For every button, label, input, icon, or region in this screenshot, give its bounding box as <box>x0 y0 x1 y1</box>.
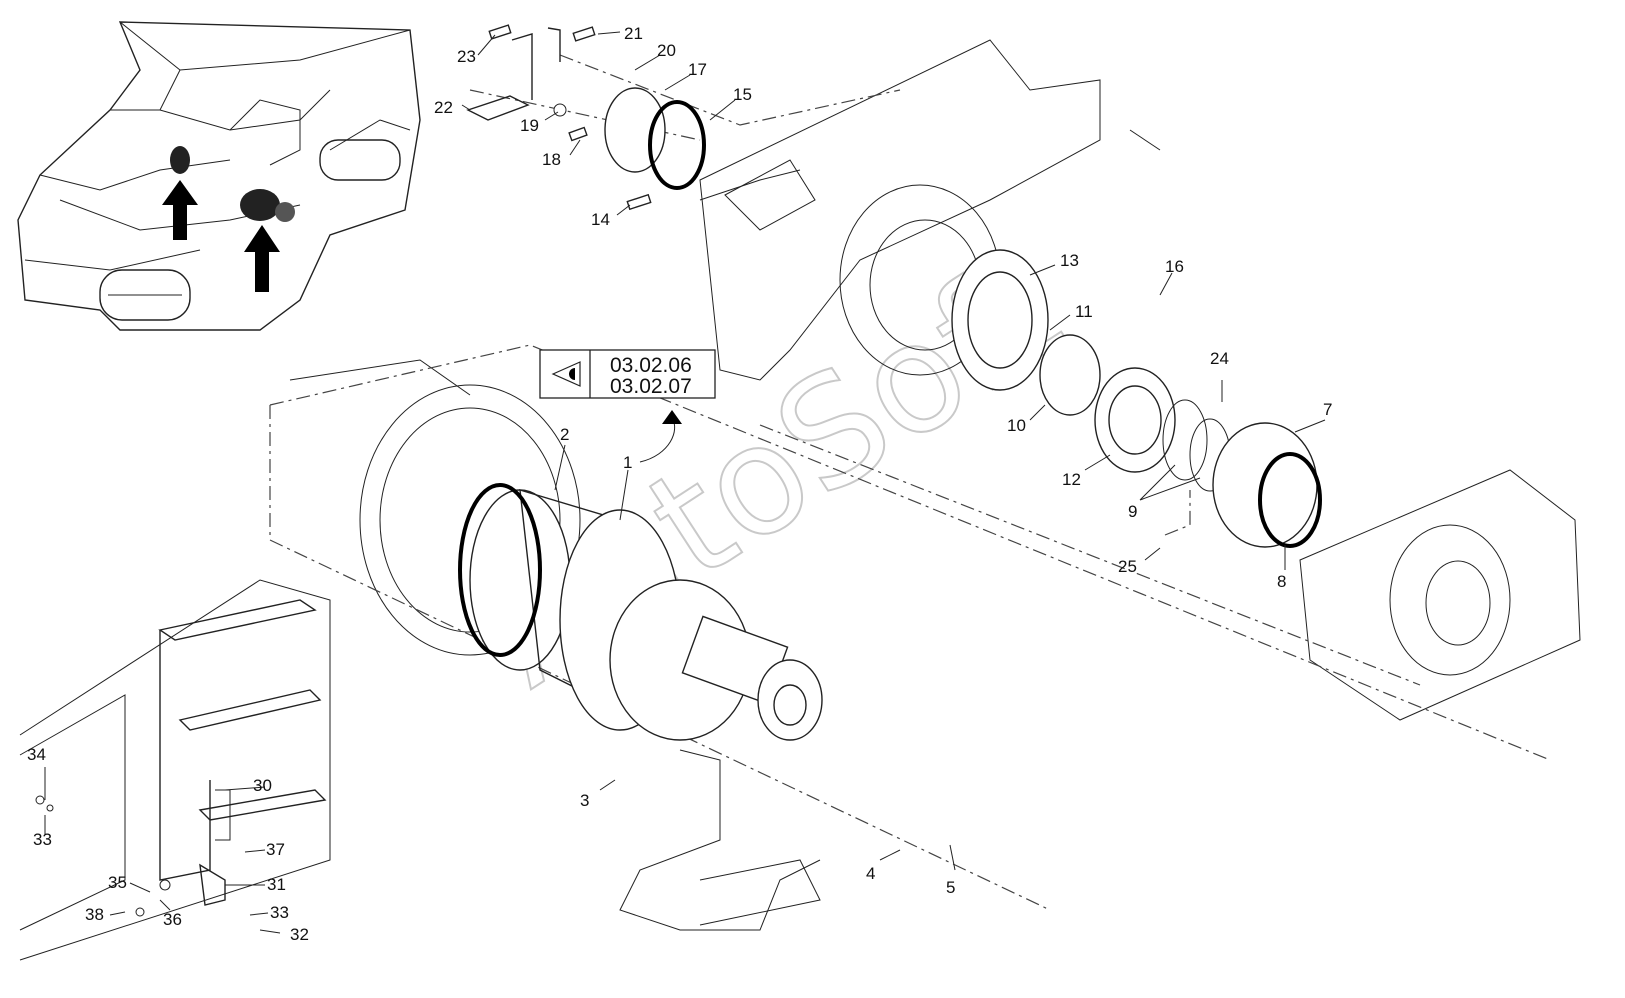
callout-35: 35 <box>108 873 127 892</box>
assembly-boundary <box>269 54 1551 911</box>
location-arrow-icon <box>244 225 280 292</box>
callout-33b: 33 <box>270 903 289 922</box>
callout-33a: 33 <box>33 830 52 849</box>
callout-15: 15 <box>733 85 752 104</box>
step-ladder-inset <box>19 579 331 961</box>
callout-37: 37 <box>266 840 285 859</box>
callout-30: 30 <box>253 776 272 795</box>
callout-23: 23 <box>457 47 476 66</box>
callout-12: 12 <box>1062 470 1081 489</box>
cross-reference-box[interactable]: 03.02.06 03.02.07 <box>539 349 716 399</box>
callout-9: 9 <box>1128 502 1137 521</box>
callout-1: 1 <box>623 453 632 472</box>
bearing-seal-stack <box>951 249 1322 548</box>
callout-4: 4 <box>866 864 875 883</box>
callout-7: 7 <box>1323 400 1332 419</box>
callout-2: 2 <box>560 425 569 444</box>
callout-34: 34 <box>27 745 46 764</box>
callout-leaders <box>44 31 1326 934</box>
callout-16: 16 <box>1165 257 1184 276</box>
callout-3: 3 <box>580 791 589 810</box>
reference-code-2[interactable]: 03.02.07 <box>610 375 692 398</box>
frame-outline <box>289 39 1581 931</box>
callout-10: 10 <box>1007 416 1026 435</box>
callout-38: 38 <box>85 905 104 924</box>
callout-31: 31 <box>267 875 286 894</box>
callout-14: 14 <box>591 210 610 229</box>
callout-21: 21 <box>624 24 643 43</box>
reference-code-1[interactable]: 03.02.06 <box>610 354 692 377</box>
eye-icon <box>551 361 581 387</box>
mounting-hardware <box>466 24 706 211</box>
callout-36: 36 <box>163 910 182 929</box>
callout-8: 8 <box>1277 572 1286 591</box>
callout-labels: 1 2 3 4 5 7 8 9 10 11 12 13 14 15 16 17 … <box>27 24 1332 944</box>
callout-22: 22 <box>434 98 453 117</box>
callout-20: 20 <box>657 41 676 60</box>
callout-32: 32 <box>290 925 309 944</box>
callout-13: 13 <box>1060 251 1079 270</box>
callout-17: 17 <box>688 60 707 79</box>
callout-18: 18 <box>542 150 561 169</box>
machine-overview-inset <box>17 21 421 331</box>
drive-gearbox <box>458 483 823 741</box>
location-arrow-icon <box>162 180 198 240</box>
callout-19: 19 <box>520 116 539 135</box>
callout-24: 24 <box>1210 349 1229 368</box>
callout-25: 25 <box>1118 557 1137 576</box>
callout-11: 11 <box>1075 302 1093 321</box>
callout-5: 5 <box>946 878 955 897</box>
